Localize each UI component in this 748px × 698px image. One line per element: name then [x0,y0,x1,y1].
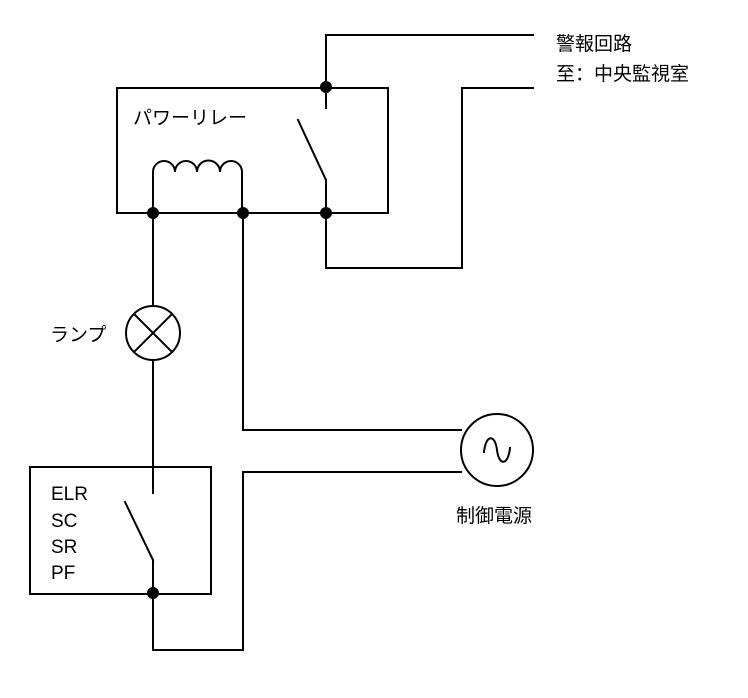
relay-type-sr: SR [51,537,77,558]
junction-dot [320,207,332,219]
source-feed-wire [242,212,462,431]
junction-dot [147,207,159,219]
relay-contact-blade [296,118,328,182]
control-power-label: 制御電源 [456,505,532,527]
junction-dot [320,81,332,93]
alarm-line-lower [325,87,534,269]
relay-coil [152,159,243,214]
junction-dot [237,207,249,219]
ac-source-symbol [460,413,534,487]
source-return-wire [152,471,462,651]
power-relay-box [116,87,389,214]
monitor-room-label: 至：中央監視室 [556,63,689,85]
power-relay-label: パワーリレー [133,107,247,129]
relay-type-pf: PF [51,563,75,584]
lamp-label: ランプ [50,324,106,346]
lamp-cross-2 [132,312,174,354]
junction-dot [147,587,159,599]
ac-sine-icon [482,437,512,463]
alarm-line-upper [325,34,534,88]
protection-relay-box [29,466,212,595]
relay-type-sc: SC [51,511,77,532]
alarm-circuit-label: 警報回路 [556,33,632,55]
protection-contact-blade [123,500,155,562]
relay-type-elr: ELR [51,484,88,505]
